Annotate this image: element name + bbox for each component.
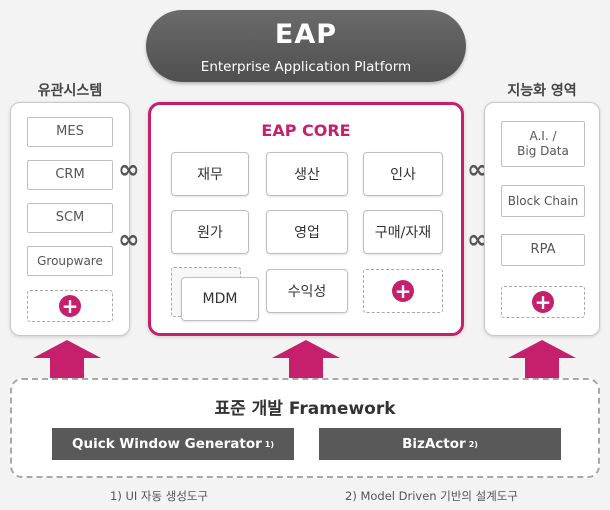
intelligence-item-blockchain: Block Chain [501, 185, 585, 217]
legacy-add-slot: + [27, 290, 113, 322]
intelligence-title: 지능화 영역 [507, 83, 577, 99]
qwg-note: 1) [264, 439, 275, 449]
arrow-up-center-icon [272, 340, 340, 378]
infinity-connector-right-bottom: ∞ [467, 225, 489, 255]
intelligence-item-rpa: RPA [501, 234, 585, 266]
intelligence-item-ai: A.I. / Big Data [501, 121, 585, 167]
eap-core-panel: EAP CORE 재무 생산 인사 원가 영업 구매/자재 MDM 수익성 + [148, 102, 464, 336]
core-add-slot: + [363, 269, 443, 313]
legacy-item-crm: CRM [27, 160, 113, 190]
legacy-item-scm: SCM [27, 203, 113, 233]
infinity-connector-right-top: ∞ [467, 155, 489, 185]
bizactor-label: BizActor [402, 436, 466, 452]
intelligence-add-slot: + [501, 286, 585, 318]
infinity-connector-left-bottom: ∞ [118, 225, 140, 255]
plus-icon: + [59, 295, 81, 317]
intelligence-panel: A.I. / Big Data Block Chain RPA + [484, 102, 600, 336]
core-item-purchasing: 구매/자재 [363, 210, 443, 254]
eap-banner: EAP Enterprise Application Platform [146, 10, 466, 82]
qwg-label: Quick Window Generator [71, 436, 262, 452]
infinity-connector-left-top: ∞ [118, 155, 140, 185]
banner-title: EAP [274, 19, 338, 50]
arrow-up-left-icon [33, 340, 101, 378]
footnote-1: 1) UI 자동 생성도구 [110, 489, 209, 503]
bizactor-note: 2) [468, 439, 478, 449]
legacy-item-groupware: Groupware [27, 246, 113, 276]
core-item-profitability: 수익성 [266, 269, 348, 313]
framework-title: 표준 개발 Framework [214, 399, 396, 419]
legacy-panel: MES CRM SCM Groupware + [10, 102, 130, 336]
core-item-hr: 인사 [363, 152, 443, 196]
arrow-up-right-icon [508, 340, 576, 378]
legacy-title: 유관시스템 [37, 83, 103, 99]
legacy-item-mes: MES [27, 117, 113, 147]
plus-icon: + [392, 280, 414, 302]
plus-icon: + [532, 291, 554, 313]
footnote-2: 2) Model Driven 기반의 설계도구 [345, 489, 518, 503]
core-item-mdm: MDM [181, 277, 259, 321]
core-item-cost: 원가 [171, 210, 249, 254]
core-item-sales: 영업 [266, 210, 348, 254]
banner-subtitle: Enterprise Application Platform [200, 59, 412, 75]
core-item-production: 생산 [266, 152, 348, 196]
core-title: EAP CORE [261, 121, 351, 140]
core-item-finance: 재무 [171, 152, 249, 196]
